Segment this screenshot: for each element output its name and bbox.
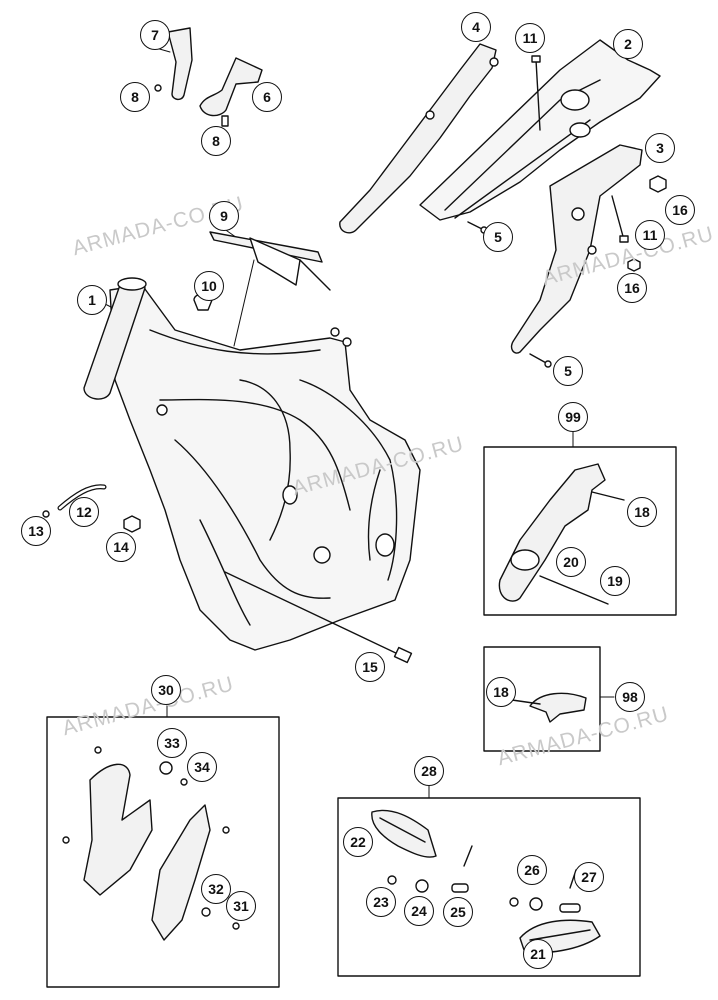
callout-9: 9 xyxy=(209,201,239,231)
pivot-bolt xyxy=(224,571,413,664)
callout-33: 33 xyxy=(157,728,187,758)
callout-13: 13 xyxy=(21,516,51,546)
spring-24 xyxy=(415,879,429,893)
callout-20: 20 xyxy=(556,547,586,577)
screw-5b xyxy=(529,353,552,368)
callout-98: 98 xyxy=(615,682,645,712)
callout-21: 21 xyxy=(523,939,553,969)
cable-holder xyxy=(209,231,331,291)
main-frame xyxy=(109,284,421,651)
footpeg-left xyxy=(371,809,437,858)
frame-protector-right xyxy=(151,804,211,941)
bracket-7 xyxy=(167,27,193,101)
subframe-side xyxy=(339,43,499,234)
hose xyxy=(42,484,107,518)
screw-8a xyxy=(154,84,162,92)
callout-1: 1 xyxy=(77,285,107,315)
washer-23 xyxy=(387,875,397,885)
steering-head xyxy=(83,277,147,400)
callout-14: 14 xyxy=(106,532,136,562)
callout-18-upper: 18 xyxy=(627,497,657,527)
bolt-11a xyxy=(531,55,541,131)
cap-33 xyxy=(159,761,173,775)
callout-7: 7 xyxy=(140,20,170,50)
spring-26 xyxy=(529,897,543,911)
clip-34 xyxy=(180,778,188,786)
callout-27: 27 xyxy=(574,862,604,892)
callout-25: 25 xyxy=(443,897,473,927)
callout-8-left: 8 xyxy=(120,82,150,112)
callout-28: 28 xyxy=(414,756,444,786)
screw-8b xyxy=(221,115,229,127)
callout-18-lower: 18 xyxy=(486,677,516,707)
bolt xyxy=(559,903,581,913)
nut-16a xyxy=(649,175,667,193)
callout-11-top: 11 xyxy=(515,23,545,53)
nut-16b xyxy=(627,258,641,272)
callout-16-upper: 16 xyxy=(665,195,695,225)
callout-32: 32 xyxy=(201,874,231,904)
callout-5-lower: 5 xyxy=(553,356,583,386)
callout-15: 15 xyxy=(355,652,385,682)
callout-10: 10 xyxy=(194,271,224,301)
callout-16-lower: 16 xyxy=(617,273,647,303)
bolt-25 xyxy=(451,883,469,893)
callout-22: 22 xyxy=(343,827,373,857)
callout-3: 3 xyxy=(645,133,675,163)
callout-31: 31 xyxy=(226,891,256,921)
callout-19: 19 xyxy=(600,566,630,596)
footpeg-bracket xyxy=(498,463,625,605)
chain-guide-part xyxy=(511,692,587,723)
group-box-28 xyxy=(337,797,641,977)
washer-32 xyxy=(201,907,211,917)
callout-99: 99 xyxy=(558,402,588,432)
callout-4: 4 xyxy=(461,12,491,42)
group-box-99 xyxy=(483,446,677,616)
callout-26: 26 xyxy=(517,855,547,885)
group-box-30 xyxy=(46,716,280,988)
screw-c xyxy=(222,826,230,834)
callout-30: 30 xyxy=(151,675,181,705)
frame-protector-left xyxy=(83,763,153,896)
callout-6: 6 xyxy=(252,82,282,112)
callout-24: 24 xyxy=(404,896,434,926)
screw-31 xyxy=(232,922,240,930)
callout-2: 2 xyxy=(613,29,643,59)
callout-11-right: 11 xyxy=(635,220,665,250)
screw-b xyxy=(62,836,70,844)
callout-8-right: 8 xyxy=(201,126,231,156)
bolt-11b xyxy=(611,195,629,243)
bracket-6 xyxy=(199,57,263,117)
callout-23: 23 xyxy=(366,887,396,917)
screw-a xyxy=(94,746,102,754)
group-box-98 xyxy=(483,646,601,752)
subframe-lower xyxy=(510,144,643,354)
callout-34: 34 xyxy=(187,752,217,782)
pin xyxy=(463,845,473,867)
callout-5-upper: 5 xyxy=(483,222,513,252)
nut xyxy=(123,515,141,533)
washer xyxy=(509,897,519,907)
callout-12: 12 xyxy=(69,497,99,527)
